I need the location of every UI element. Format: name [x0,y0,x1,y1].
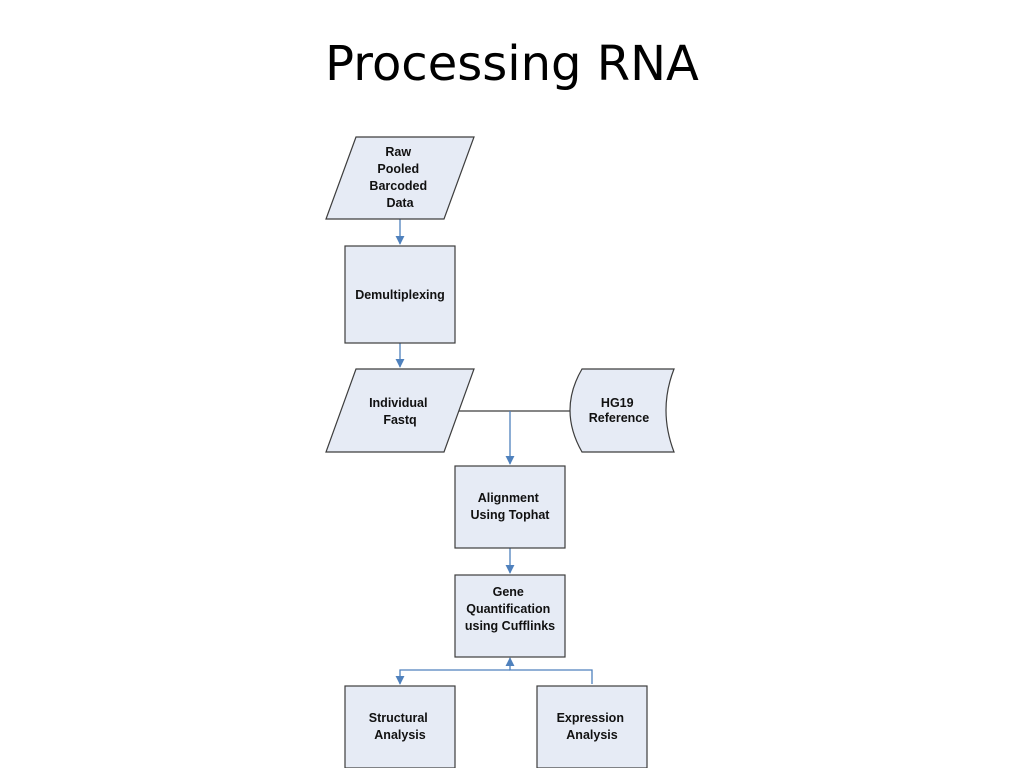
edge-expression-to-quantification [505,657,593,684]
slide-title: Processing RNA [325,36,699,92]
node-label: Expression Analysis [557,711,628,742]
edge-quantification-to-structural [395,669,510,685]
rectangle-shape [454,465,566,549]
node-label-line: Pooled [377,162,419,176]
node-label: Structural Analysis [369,711,432,742]
node-label: Gene Quantification using Cufflinks [465,585,555,633]
node-expression-analysis: Expression Analysis [536,685,648,768]
node-label-line: Alignment [478,491,540,505]
rectangle-shape [344,245,456,344]
node-individual-fastq: Individual Fastq [325,368,475,453]
parallelogram-shape [325,368,475,453]
node-label: HG19 Reference [589,396,649,425]
node-label-line: Reference [589,411,649,425]
node-gene-quantification: Gene Quantification using Cufflinks [454,574,566,658]
node-label-line: Expression [557,711,624,725]
node-label-line: Demultiplexing [355,288,445,302]
rectangle-shape [536,685,648,768]
node-label: Individual Fastq [369,396,431,427]
parallelogram-shape [325,136,475,220]
rectangle-shape [454,574,566,658]
node-label-line: HG19 [601,396,634,410]
node-demultiplexing: Demultiplexing [344,245,456,344]
node-label-line: Barcoded [369,179,427,193]
stored-data-shape [569,368,675,453]
node-label-line: Raw [385,145,411,159]
node-structural-analysis: Structural Analysis [344,685,456,768]
connectors [395,219,593,685]
node-raw-data: Raw Pooled Barcoded Data [325,136,475,220]
node-label: Demultiplexing [355,288,445,302]
node-label-line: Analysis [374,728,425,742]
node-label: Alignment Using Tophat [471,491,551,522]
node-alignment: Alignment Using Tophat [454,465,566,549]
node-label-line: using Cufflinks [465,619,555,633]
node-label-line: Gene [493,585,524,599]
node-label-line: Structural [369,711,428,725]
node-label-line: Using Tophat [471,508,551,522]
rectangle-shape [344,685,456,768]
node-label-line: Fastq [383,413,416,427]
node-label-line: Data [386,196,414,210]
node-label-line: Individual [369,396,427,410]
node-hg19-reference: HG19 Reference [569,368,675,453]
node-label: Raw Pooled Barcoded Data [369,145,430,210]
node-label-line: Quantification [466,602,550,616]
node-label-line: Analysis [566,728,617,742]
